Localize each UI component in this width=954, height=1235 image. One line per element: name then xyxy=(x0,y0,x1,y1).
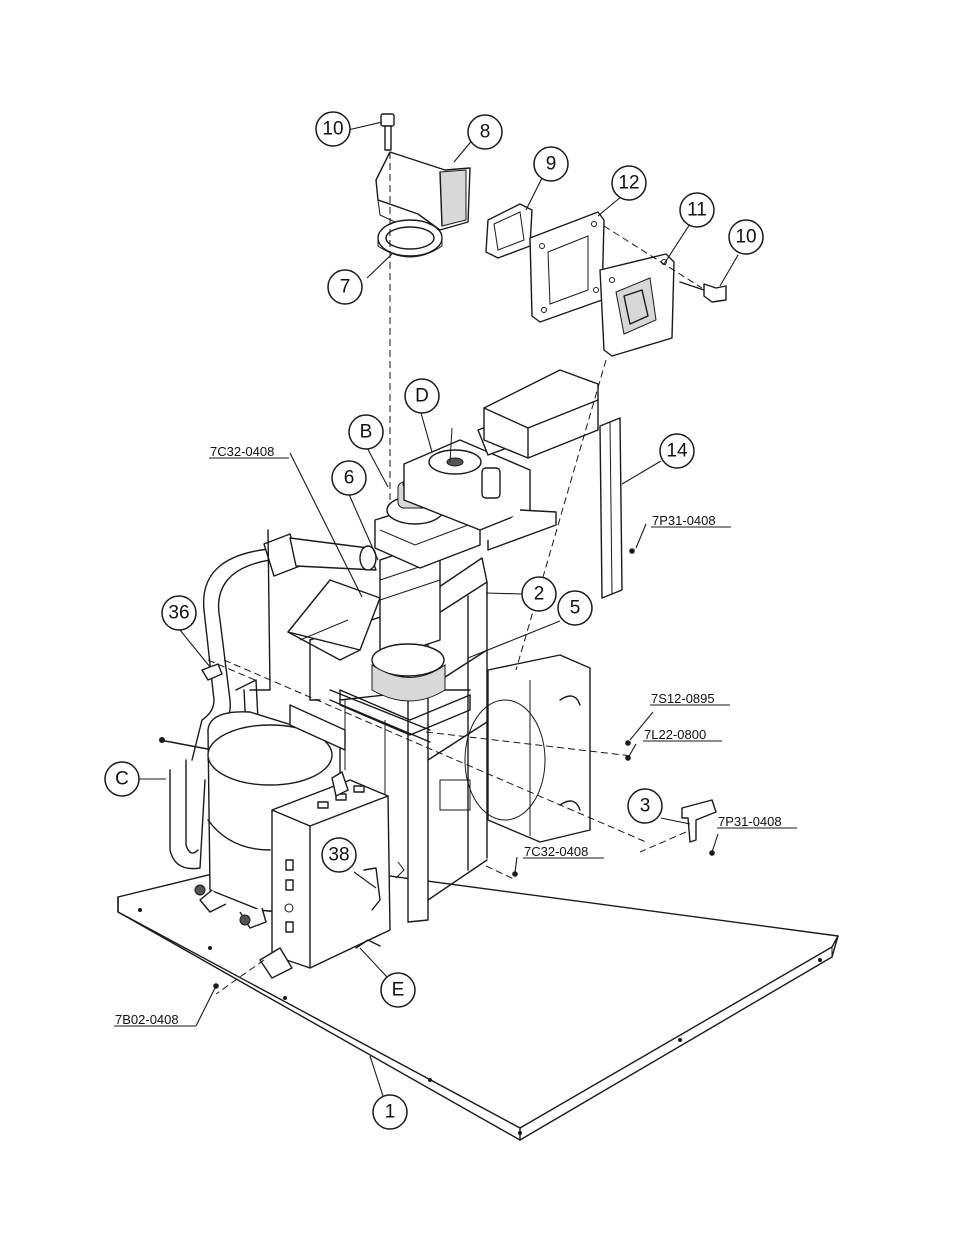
svg-text:5: 5 xyxy=(570,598,581,619)
part-label-7B02: 7B02-0408 xyxy=(114,1012,196,1027)
part-label-7P31-b: 7P31-0408 xyxy=(717,814,797,829)
svg-text:7C32-0408: 7C32-0408 xyxy=(524,844,588,859)
svg-text:7P31-0408: 7P31-0408 xyxy=(652,513,716,528)
part-label-7C32-top: 7C32-0408 xyxy=(209,444,289,459)
svg-text:36: 36 xyxy=(168,603,189,624)
ice-chute xyxy=(288,580,380,660)
part-label-7P31-a: 7P31-0408 xyxy=(651,513,731,528)
callout-5: 5 xyxy=(558,591,592,625)
callout-C: C xyxy=(105,762,139,796)
svg-text:7L22-0800: 7L22-0800 xyxy=(644,727,706,742)
svg-text:11: 11 xyxy=(687,200,707,221)
part-label-7C32-bottom: 7C32-0408 xyxy=(523,844,604,859)
svg-text:10: 10 xyxy=(322,119,343,140)
callout-D: D xyxy=(405,379,439,413)
callout-10-right: 10 xyxy=(729,220,763,254)
svg-text:7S12-0895: 7S12-0895 xyxy=(651,691,715,706)
callout-14: 14 xyxy=(660,434,694,468)
callout-10-top: 10 xyxy=(316,112,350,146)
side-bracket xyxy=(600,418,622,598)
svg-text:10: 10 xyxy=(735,227,756,248)
svg-text:C: C xyxy=(115,769,129,790)
svg-text:9: 9 xyxy=(546,154,557,175)
base-plate xyxy=(118,860,838,1140)
svg-text:38: 38 xyxy=(328,845,349,866)
callout-2: 2 xyxy=(522,577,556,611)
svg-text:7P31-0408: 7P31-0408 xyxy=(718,814,782,829)
callout-6: 6 xyxy=(332,461,366,495)
svg-text:7B02-0408: 7B02-0408 xyxy=(115,1012,179,1027)
callout-11: 11 xyxy=(680,193,714,227)
svg-text:8: 8 xyxy=(480,122,491,143)
svg-text:6: 6 xyxy=(344,468,355,489)
part-label-7S12: 7S12-0895 xyxy=(650,691,730,706)
svg-text:3: 3 xyxy=(640,796,651,817)
svg-text:B: B xyxy=(360,422,373,443)
svg-text:7C32-0408: 7C32-0408 xyxy=(210,444,274,459)
svg-text:D: D xyxy=(415,386,429,407)
svg-text:14: 14 xyxy=(666,441,688,462)
svg-text:7: 7 xyxy=(340,277,351,298)
svg-text:12: 12 xyxy=(618,173,639,194)
svg-text:E: E xyxy=(392,980,405,1001)
part-label-7L22: 7L22-0800 xyxy=(643,727,722,742)
callout-3: 3 xyxy=(628,789,662,823)
callout-12: 12 xyxy=(612,166,646,200)
svg-text:2: 2 xyxy=(534,584,545,605)
callout-E: E xyxy=(381,973,415,1007)
callout-1: 1 xyxy=(373,1095,407,1129)
callout-9: 9 xyxy=(534,147,568,181)
callout-B: B xyxy=(349,415,383,449)
callout-38: 38 xyxy=(322,838,356,872)
callout-8: 8 xyxy=(468,115,502,149)
callout-7: 7 xyxy=(328,270,362,304)
motor-assembly xyxy=(440,655,590,842)
callout-36: 36 xyxy=(162,596,196,630)
svg-text:1: 1 xyxy=(385,1102,396,1123)
